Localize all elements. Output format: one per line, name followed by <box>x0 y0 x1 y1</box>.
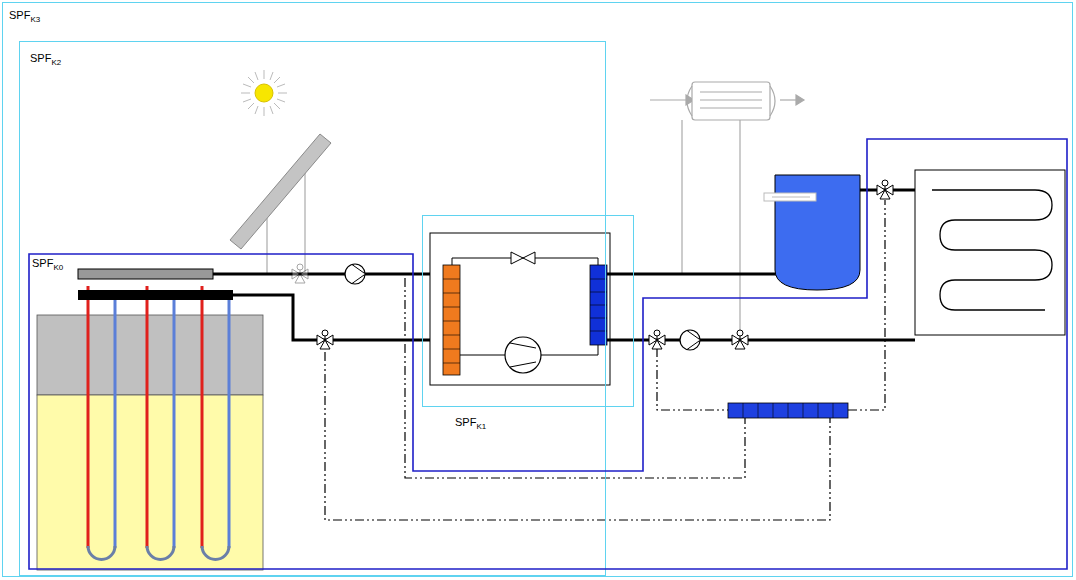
label-text: SPF <box>32 257 53 269</box>
heat-pump <box>430 233 610 385</box>
label-subscript: K3 <box>30 15 40 24</box>
label-text: SPF <box>9 9 30 21</box>
heating-pipes <box>607 190 915 340</box>
sun <box>241 70 287 116</box>
header-return <box>78 290 233 300</box>
system-boundary: SPFK1 <box>422 215 634 407</box>
boundary-label: SPFK3 <box>9 9 40 23</box>
label-subscript: K2 <box>51 58 61 67</box>
storage-tank <box>764 175 860 290</box>
boundary-outline <box>29 139 1068 570</box>
system-boundary: SPFK0 <box>29 139 1068 570</box>
borehole-probes <box>88 286 229 560</box>
brine-pipes <box>213 274 445 340</box>
system-boundary: SPFK2SPFK1 <box>19 41 606 576</box>
label-text: SPF <box>30 52 51 64</box>
solar-collector <box>230 134 331 274</box>
label-text: SPF <box>455 416 476 428</box>
header-supply <box>78 269 213 279</box>
label-subscript: K0 <box>53 263 63 272</box>
floor-heating <box>915 170 1065 335</box>
label-subscript: K1 <box>476 422 486 431</box>
boundary-label: SPFK1 <box>455 416 486 430</box>
controller <box>728 403 848 418</box>
boundary-label: SPFK0 <box>32 257 63 271</box>
boundary-label: SPFK2 <box>30 52 61 66</box>
